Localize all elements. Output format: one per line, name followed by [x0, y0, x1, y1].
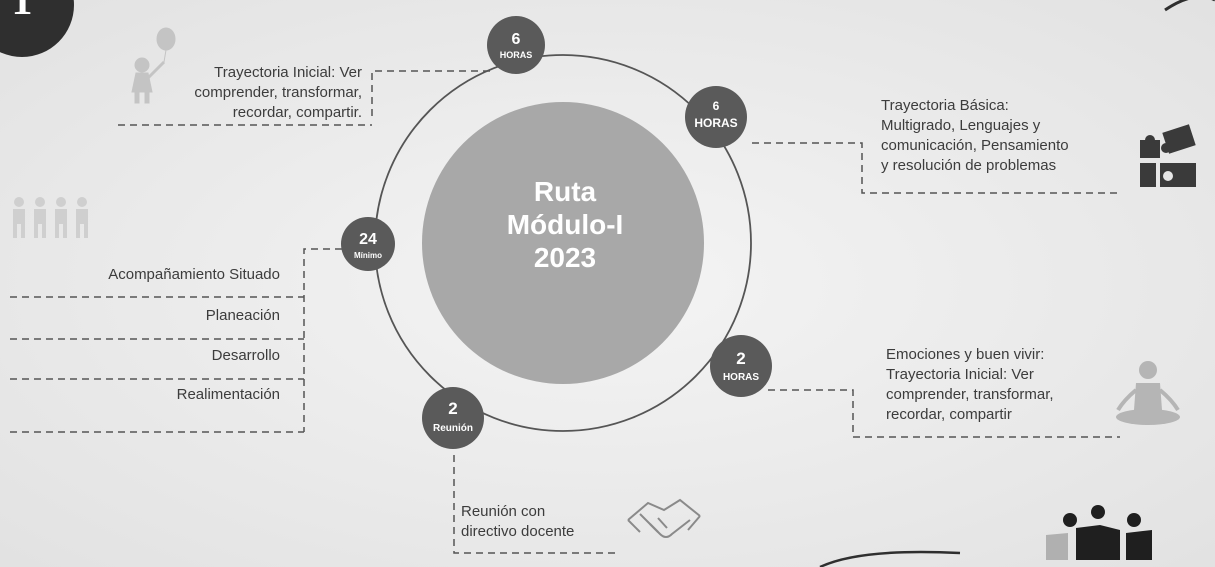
- node-lower-right-unit: HORAS: [723, 372, 759, 383]
- label-right-lower: Emociones y buen vivir: Trayectoria Inic…: [886, 345, 1116, 425]
- puzzle-icon: [1140, 124, 1196, 187]
- connector-top: [371, 70, 490, 120]
- node-bottom-number: 2: [448, 399, 457, 418]
- left-list-item-2: Planeación: [205, 307, 280, 324]
- node-top-number: 6: [512, 31, 521, 48]
- label-right-lower-line-1: Emociones y buen vivir:: [886, 346, 1045, 363]
- label-bottom-line-2: directivo docente: [461, 523, 575, 540]
- center-title: Ruta Módulo-I 2023: [440, 175, 690, 274]
- center-title-line-2: Módulo-I: [506, 209, 624, 240]
- books-logo-icon: [1046, 505, 1152, 560]
- label-right-upper-line-1: Trayectoria Básica:: [881, 97, 1009, 114]
- step-badge-number: 1: [12, 0, 33, 24]
- connector-lower-right: [768, 389, 1120, 438]
- node-left-unit: Mínimo: [354, 251, 382, 260]
- label-right-upper: Trayectoria Básica: Multigrado, Lenguaje…: [881, 96, 1131, 176]
- label-right-lower-line-2: Trayectoria Inicial: Ver: [886, 366, 1034, 383]
- node-bottom-unit: Reunión: [433, 423, 473, 434]
- connector-upper-right: [752, 142, 1122, 194]
- label-right-lower-line-4: recordar, compartir: [886, 406, 1012, 423]
- step-badge: 1: [0, 0, 74, 57]
- node-lower-right-number: 2: [736, 349, 745, 368]
- label-right-upper-line-3: comunicación, Pensamiento: [881, 137, 1069, 154]
- label-right-lower-line-3: comprender, transformar,: [886, 386, 1054, 403]
- center-title-line-3: 2023: [533, 242, 597, 273]
- meditation-icon: [1116, 361, 1180, 425]
- label-bottom-line-1: Reunión con: [461, 503, 546, 520]
- corner-arc-bottom: [819, 550, 961, 567]
- people-group-icon: [13, 197, 88, 238]
- connector-left: [303, 248, 342, 432]
- label-top-left-line-3: recordar, compartir.: [232, 104, 362, 121]
- connector-bottom: [453, 455, 620, 554]
- label-top-left: Trayectoria Inicial: Ver comprender, tra…: [140, 63, 362, 123]
- center-title-line-1: Ruta: [533, 176, 597, 207]
- label-right-upper-line-2: Multigrado, Lenguajes y: [881, 117, 1041, 134]
- left-list-item-3: Desarrollo: [211, 347, 280, 364]
- label-top-left-line-2: comprender, transformar,: [194, 84, 362, 101]
- node-top-unit: HORAS: [500, 50, 533, 60]
- center-circle: [422, 102, 704, 384]
- connectors: [10, 70, 1122, 554]
- node-lower-right: 2 HORAS: [710, 335, 772, 397]
- left-list-item-1: Acompañamiento Situado: [108, 266, 280, 283]
- label-right-upper-line-4: y resolución de problemas: [881, 157, 1057, 174]
- balloon-girl-icon: [131, 27, 176, 104]
- label-bottom: Reunión con directivo docente: [461, 502, 621, 542]
- node-upper-right-unit: HORAS: [694, 116, 737, 130]
- handshake-icon: [627, 498, 701, 538]
- corner-arc-top: [1164, 0, 1215, 12]
- node-bottom: 2 Reunión: [422, 387, 484, 449]
- label-top-left-line-1: Trayectoria Inicial: Ver: [214, 64, 362, 81]
- left-list-item-4: Realimentación: [176, 386, 280, 403]
- node-upper-right-number: 6: [713, 99, 720, 113]
- node-left: 24 Mínimo: [341, 217, 395, 271]
- node-upper-right: 6 HORAS: [685, 86, 747, 148]
- node-top: 6 HORAS: [487, 16, 545, 74]
- node-left-number: 24: [359, 231, 377, 248]
